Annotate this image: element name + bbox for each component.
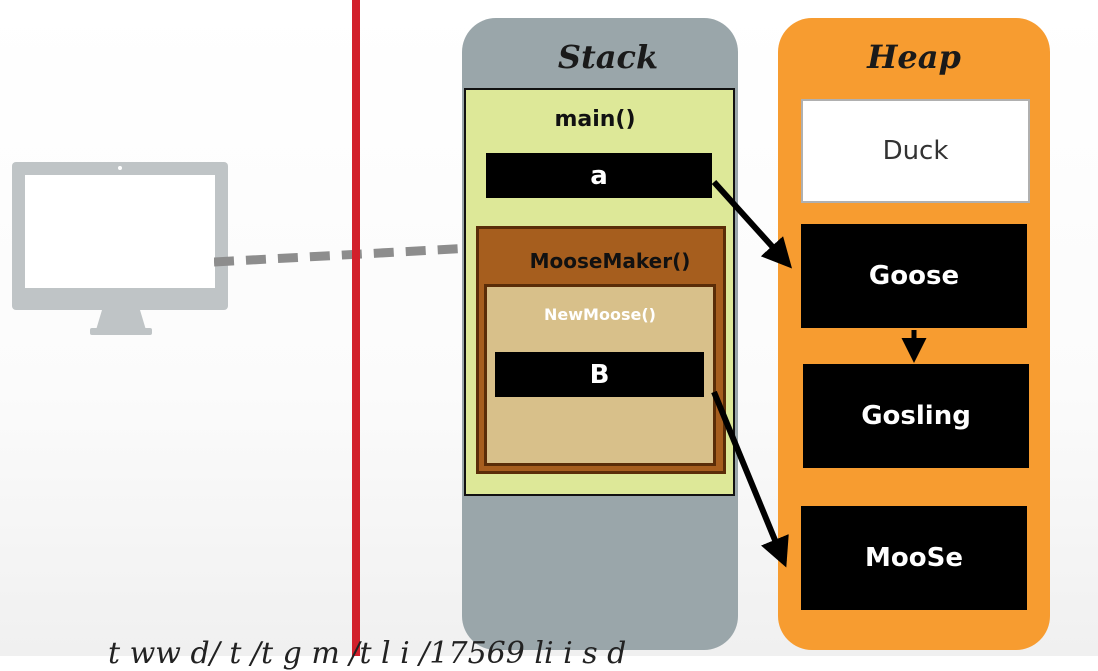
- variable-a: a: [486, 153, 712, 198]
- variable-b: B: [495, 352, 704, 397]
- newmoose-label: NewMoose(): [544, 304, 656, 324]
- heap-object-goose: Goose: [801, 224, 1027, 328]
- dashed-connector: [213, 240, 476, 270]
- footer-partial-text: t ww d/ t /t g m /t l i /17569 li i s d: [108, 636, 627, 671]
- moosemaker-label: MooseMaker(): [529, 249, 691, 273]
- computer-monitor-icon: [12, 160, 230, 338]
- reference-arrows: [711, 179, 927, 568]
- red-divider-line: [352, 0, 360, 656]
- stack-title: Stack: [557, 38, 659, 76]
- heap-title: Heap: [867, 38, 961, 76]
- heap-object-duck: Duck: [801, 99, 1030, 203]
- heap-object-label: Duck: [882, 136, 949, 166]
- heap-object-gosling: Gosling: [803, 364, 1029, 468]
- arrow-a-to-goose: [711, 179, 793, 269]
- arrow-b-to-moose: [711, 390, 789, 568]
- heap-object-moose: MooSe: [801, 506, 1027, 610]
- main-frame-label: main(): [554, 106, 636, 132]
